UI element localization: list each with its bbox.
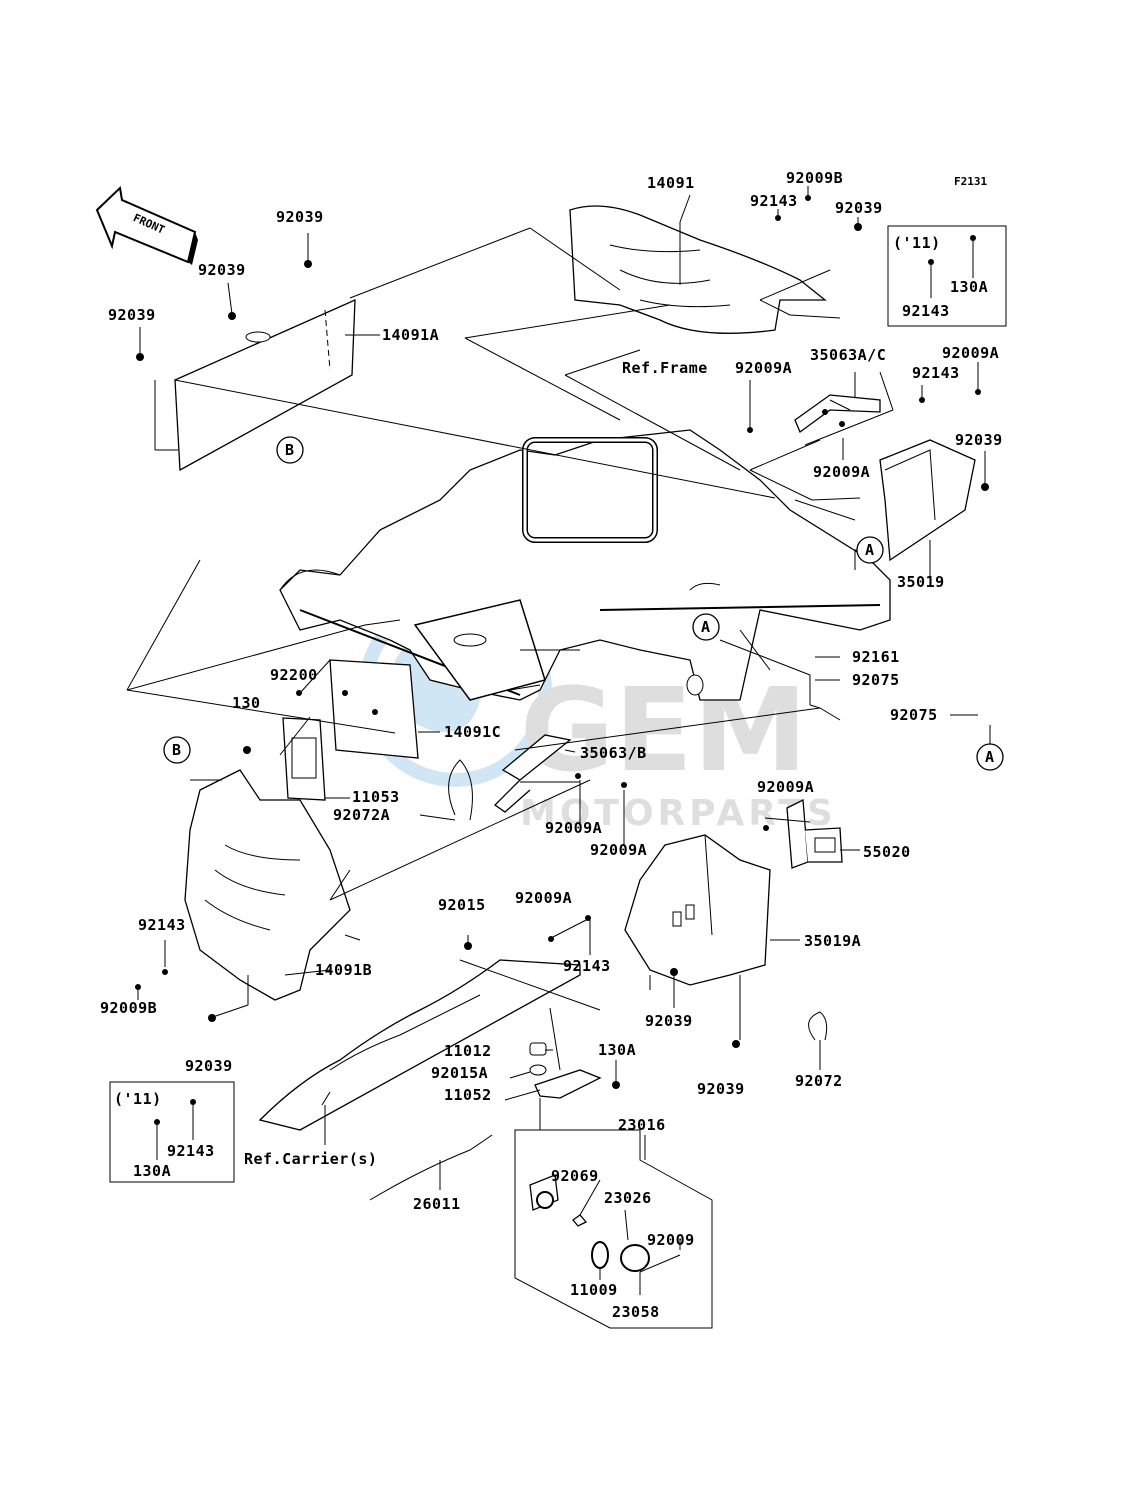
label-92039-top-left2: 92039 — [198, 261, 246, 279]
label-92039-right: 92039 — [955, 431, 1003, 449]
label-35019A: 35019A — [804, 932, 861, 950]
band-92072A — [448, 759, 473, 821]
label-92075-b: 92075 — [890, 706, 938, 724]
label-92143-left: 92143 — [138, 916, 186, 934]
label-11009: 11009 — [570, 1281, 618, 1299]
marker-A-frame-text: A — [865, 541, 875, 559]
watermark-sub: MOTORPARTS — [520, 793, 837, 834]
marker-A-frame: A — [856, 536, 884, 564]
clip-92072 — [808, 1011, 828, 1041]
label-11052: 11052 — [444, 1086, 492, 1104]
label-130A-box2: 130A — [133, 1162, 171, 1180]
label-92039-top-right: 92039 — [835, 199, 883, 217]
label-92039-left-lower: 92039 — [185, 1057, 233, 1075]
label-92039-lower-center: 92039 — [645, 1012, 693, 1030]
label-92009B-top: 92009B — [786, 169, 843, 187]
label-11053: 11053 — [352, 788, 400, 806]
label-130: 130 — [232, 694, 261, 712]
panel-14091A — [174, 298, 356, 472]
label-92039-top-left3: 92039 — [108, 306, 156, 324]
marker-A-right: A — [976, 743, 1004, 771]
watermark-brand: GEM — [520, 664, 807, 798]
label-92039-lower-right: 92039 — [697, 1080, 745, 1098]
label-14091B: 14091B — [315, 961, 372, 979]
label-92072A: 92072A — [333, 806, 390, 824]
label-92143-lower: 92143 — [563, 957, 611, 975]
label-35019: 35019 — [897, 573, 945, 591]
year-box-label-bottom: ('11) — [114, 1090, 162, 1108]
marker-A-right-text: A — [985, 748, 995, 766]
label-92009A-lower: 92009A — [515, 889, 572, 907]
label-92009A-center2: 92009A — [590, 841, 647, 859]
label-92143-top: 92143 — [750, 192, 798, 210]
label-23058: 23058 — [612, 1303, 660, 1321]
label-92161: 92161 — [852, 648, 900, 666]
label-92009B-left: 92009B — [100, 999, 157, 1017]
bracket-11052 — [534, 1069, 602, 1099]
carrier — [258, 959, 581, 1131]
flap-35019A — [624, 834, 771, 986]
year-box-top-right: ('11) 130A 92143 — [887, 225, 1007, 327]
label-92009: 92009 — [647, 1231, 695, 1249]
cover-14091B — [184, 769, 351, 1001]
label-92015: 92015 — [438, 896, 486, 914]
bracket-55020 — [786, 798, 843, 869]
panel-35019 — [879, 439, 976, 562]
label-92009A-right: 92009A — [942, 344, 999, 362]
label-92075-a: 92075 — [852, 671, 900, 689]
marker-B-bottom-text: B — [172, 741, 182, 759]
grommet-11012 — [529, 1042, 547, 1056]
label-92015A: 92015A — [431, 1064, 488, 1082]
bracket-35063AC — [794, 394, 881, 434]
label-26011: 26011 — [413, 1195, 461, 1213]
label-92143-box1: 92143 — [902, 302, 950, 320]
label-92143-box2: 92143 — [167, 1142, 215, 1160]
frame — [279, 429, 891, 701]
year-box-label-top: ('11) — [893, 234, 941, 252]
cable-26011 — [369, 1134, 493, 1201]
label-14091: 14091 — [647, 174, 695, 192]
plate-14091C — [299, 659, 419, 759]
box-23016 — [514, 1129, 713, 1329]
diagram-code: F2131 — [954, 175, 987, 188]
label-23016: 23016 — [618, 1116, 666, 1134]
label-35063AC: 35063A/C — [810, 346, 886, 364]
label-ref-frame: Ref.Frame — [622, 359, 708, 377]
label-35063B: 35063/B — [580, 744, 647, 762]
year-box-bottom-left: ('11) 92143 130A — [109, 1081, 235, 1183]
label-92069: 92069 — [551, 1167, 599, 1185]
bracket-35063B — [493, 734, 572, 813]
marker-A-center-text: A — [701, 618, 711, 636]
label-92072: 92072 — [795, 1072, 843, 1090]
label-92200: 92200 — [270, 666, 318, 684]
label-92009A-center-right: 92009A — [757, 778, 814, 796]
label-92009A-mid-right: 92009A — [813, 463, 870, 481]
marker-B-bottom: B — [163, 736, 191, 764]
cover-14091 — [569, 205, 827, 334]
label-11012: 11012 — [444, 1042, 492, 1060]
label-14091C: 14091C — [444, 723, 501, 741]
label-130A-center: 130A — [598, 1041, 636, 1059]
label-92009A-center1: 92009A — [545, 819, 602, 837]
label-ref-carrier: Ref.Carrier(s) — [244, 1150, 377, 1168]
marker-B-top-text: B — [285, 441, 295, 459]
marker-A-center: A — [692, 613, 720, 641]
label-55020: 55020 — [863, 843, 911, 861]
front-arrow: FRONT — [95, 185, 198, 265]
part-labels: 14091 92009B 92143 92039 92039 92039 920… — [100, 169, 1003, 1321]
label-14091A: 14091A — [382, 326, 439, 344]
label-23026: 23026 — [604, 1189, 652, 1207]
marker-B-top: B — [276, 436, 304, 464]
label-92039-top-left1: 92039 — [276, 208, 324, 226]
label-92143-right: 92143 — [912, 364, 960, 382]
grommet-92015A — [529, 1064, 547, 1076]
bracket-11053 — [282, 717, 326, 801]
label-92009A-frame: 92009A — [735, 359, 792, 377]
leader-lines — [126, 186, 991, 1295]
label-130A-box1: 130A — [950, 278, 988, 296]
